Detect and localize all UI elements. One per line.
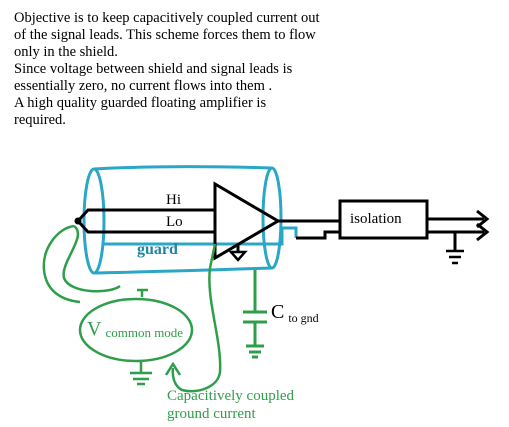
hi-label: Hi (166, 192, 181, 208)
capacitor-label: C to gnd (271, 301, 319, 325)
shield-bottom-edge (93, 266, 273, 275)
vcm-symbol: V (87, 318, 102, 340)
common-mode-loop (42, 224, 222, 393)
coupling-path-left (42, 224, 81, 304)
guard-label: guard (137, 241, 178, 258)
lo-lead (76, 219, 215, 234)
vcm-subscript: common mode (105, 325, 183, 340)
vcm-label: V common mode (87, 318, 183, 340)
cable-shield (82, 165, 283, 275)
output-wires (278, 219, 340, 240)
source-node (74, 217, 82, 225)
hi-lead (76, 208, 215, 223)
description-line: Since voltage between shield and signal … (14, 61, 293, 77)
guard-wire (103, 226, 298, 246)
description-line: of the signal leads. This scheme forces … (14, 27, 316, 43)
objective-description: Objective is to keep capacitively couple… (14, 10, 404, 129)
coupled-current-arrow (164, 361, 182, 376)
amplifier (213, 181, 281, 262)
shield-top-edge (93, 165, 273, 171)
amplifier-ground-symbol (228, 250, 248, 262)
description-line: only in the shield. (14, 44, 118, 60)
description-line: required. (14, 112, 66, 128)
output-ground-symbol (446, 249, 464, 265)
capacitor-subscript: to gnd (288, 311, 318, 325)
description-line: essentially zero, no current flows into … (14, 78, 273, 94)
amplifier-triangle (213, 181, 281, 261)
capacitor-to-ground (243, 270, 267, 359)
coupling-path-top (62, 224, 121, 293)
description-line: A high quality guarded floating amplifie… (14, 95, 267, 111)
signal-leads (74, 208, 215, 234)
vcm-source-oval (78, 297, 194, 363)
lo-label: Lo (166, 214, 183, 230)
capacitor-symbol: C (271, 301, 284, 323)
coupled-caption-line-1: Capacitively coupled (167, 388, 295, 404)
shield-left-end (82, 167, 106, 275)
isolated-outputs (427, 209, 490, 250)
isolation-label: isolation (350, 211, 402, 227)
description-line: Objective is to keep capacitively couple… (14, 10, 320, 26)
coupled-caption-line-2: ground current (167, 406, 257, 422)
coupled-current-path (171, 267, 222, 393)
